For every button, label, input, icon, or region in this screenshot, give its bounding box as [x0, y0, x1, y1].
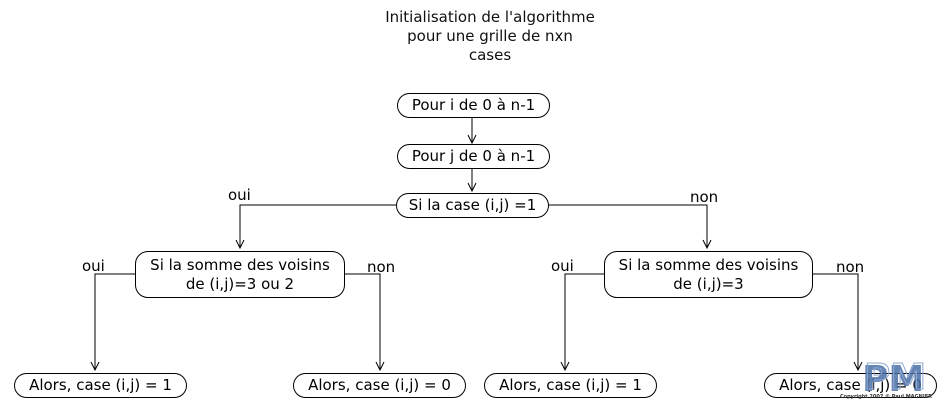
edge-label-right-oui: oui [551, 257, 574, 275]
node-cond-left-line1: Si la somme des voisins [150, 255, 330, 274]
edge-label-right-non: non [836, 258, 865, 276]
pm-logo: PM PM [862, 357, 927, 400]
node-cond-cell: Si la case (i,j) =1 [396, 193, 549, 218]
node-result-1: Alors, case (i,j) = 1 [14, 373, 187, 398]
edge-cond-oui [240, 204, 396, 248]
node-cond-left: Si la somme des voisins de (i,j)=3 ou 2 [135, 251, 345, 298]
node-result-4: Alors, case (i,j) = 0 [764, 373, 937, 398]
diagram-title: Initialisation de l'algorithme pour une … [250, 8, 730, 65]
edge-right-non [813, 273, 858, 370]
edge-left-oui [95, 273, 135, 370]
node-result-2: Alors, case (i,j) = 0 [293, 373, 466, 398]
edge-cond-non [549, 204, 707, 248]
copyright-text: Copyright 2007 © Paul MAGNIER [840, 394, 932, 400]
node-cond-right: Si la somme des voisins de (i,j)=3 [604, 251, 813, 298]
title-line-1: Initialisation de l'algorithme [385, 8, 595, 26]
node-result-3: Alors, case (i,j) = 1 [484, 373, 657, 398]
pm-logo-text: PM [862, 359, 924, 399]
node-loop-i: Pour i de 0 à n-1 [397, 93, 550, 118]
edge-label-top-non: non [690, 188, 719, 206]
edge-label-left-oui: oui [82, 257, 105, 275]
edge-right-oui [565, 273, 604, 370]
edge-left-non [345, 273, 380, 370]
node-cond-right-line2: de (i,j)=3 [673, 274, 744, 293]
pm-logo-outline: PM [864, 357, 926, 398]
title-line-2: pour une grille de nxn [407, 27, 573, 45]
title-line-3: cases [468, 46, 512, 64]
node-loop-j: Pour j de 0 à n-1 [397, 144, 550, 169]
node-cond-right-line1: Si la somme des voisins [618, 255, 799, 274]
edge-label-left-non: non [367, 258, 396, 276]
edge-label-top-oui: oui [228, 186, 251, 204]
node-cond-left-line2: de (i,j)=3 ou 2 [185, 274, 295, 293]
